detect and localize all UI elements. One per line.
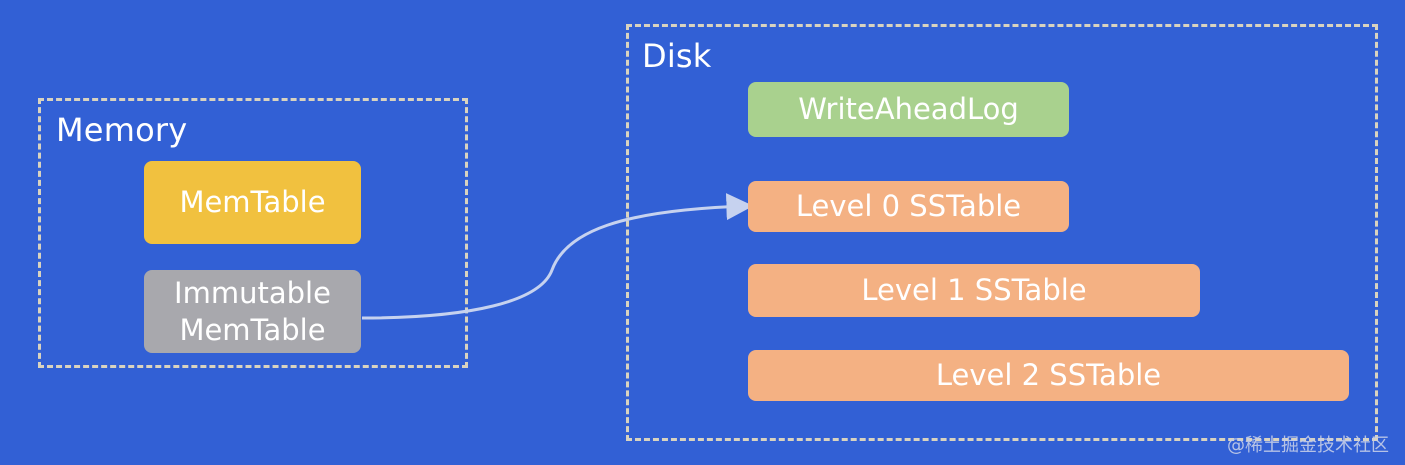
immutable-memtable-block: Immutable MemTable (144, 270, 361, 353)
memory-label: Memory (56, 111, 188, 149)
level-0-sstable-block: Level 0 SSTable (748, 181, 1069, 232)
write-ahead-log-block: WriteAheadLog (748, 82, 1069, 137)
memtable-block: MemTable (144, 161, 361, 244)
level-1-sstable-block: Level 1 SSTable (748, 264, 1200, 317)
watermark-text: @稀土掘金技术社区 (1227, 435, 1389, 456)
level-2-sstable-block: Level 2 SSTable (748, 350, 1349, 401)
disk-label: Disk (642, 37, 712, 75)
